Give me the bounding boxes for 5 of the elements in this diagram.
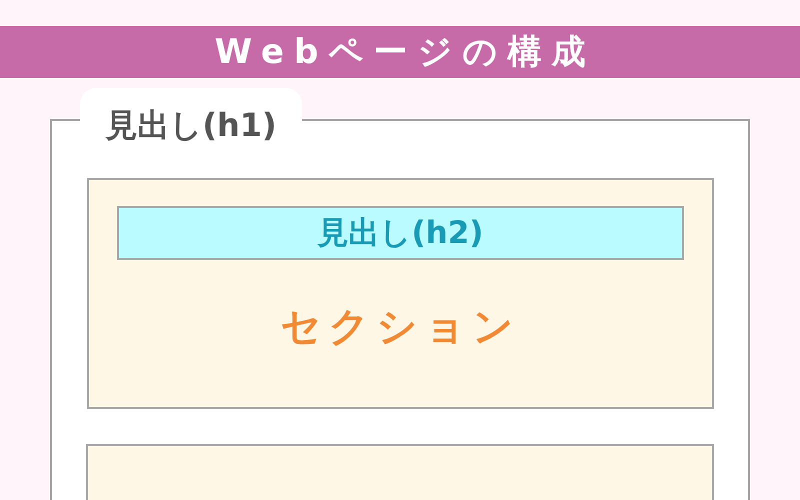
section-box bbox=[86, 444, 714, 500]
heading-box: 見出し(h2) bbox=[117, 206, 684, 260]
title-banner: Webページの構成 bbox=[0, 26, 800, 78]
section-label: セクション bbox=[280, 303, 520, 352]
section-box bbox=[87, 178, 714, 409]
